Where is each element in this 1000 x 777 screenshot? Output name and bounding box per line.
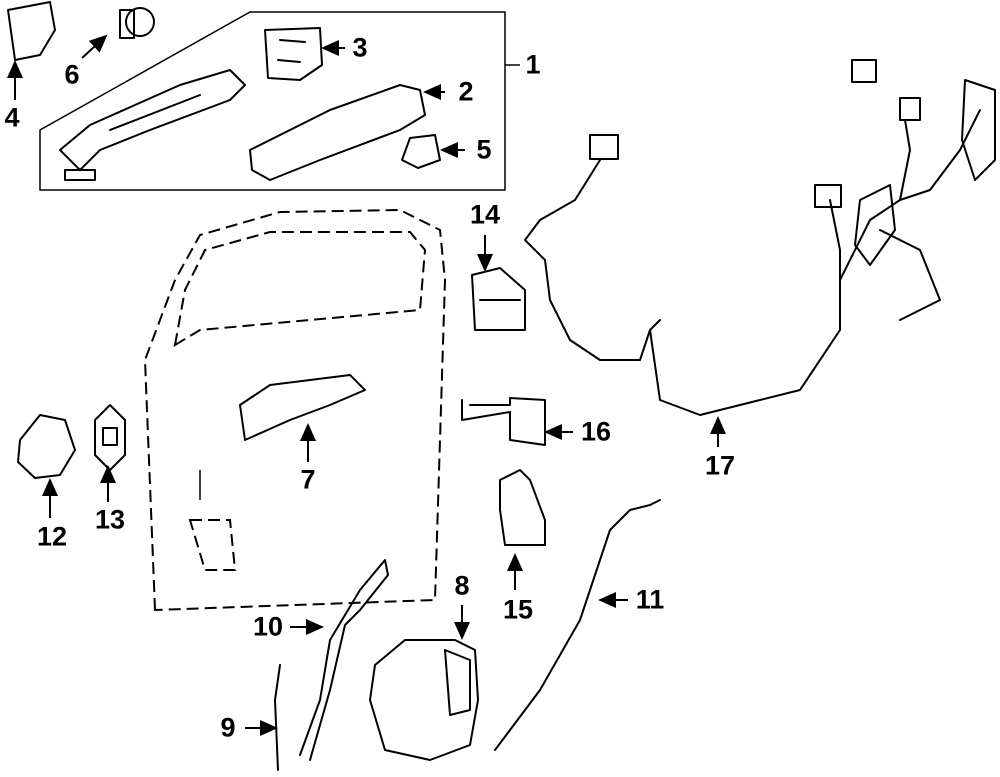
callout-12: 12: [36, 521, 68, 552]
part-3-bracket: [264, 27, 323, 81]
part-8-door-latch: [369, 639, 479, 761]
part-13-shim: [94, 404, 126, 471]
callout-6: 6: [64, 59, 80, 90]
callout-15: 15: [502, 594, 534, 625]
callout-2: 2: [458, 76, 474, 107]
callout-8: 8: [454, 570, 470, 601]
callout-16: 16: [580, 416, 612, 447]
door-outline: [143, 208, 447, 612]
part-9-rod: [274, 664, 281, 771]
part-2-outer-handle: [249, 84, 426, 181]
part-12-striker: [17, 414, 76, 479]
part-17-wiring-harness: [524, 109, 981, 416]
callout-4: 4: [4, 102, 20, 133]
part-14-upper-hinge: [471, 267, 526, 331]
part-16-door-check: [461, 397, 546, 446]
callout-1: 1: [525, 49, 541, 80]
callout-17: 17: [704, 450, 736, 481]
callout-11: 11: [635, 584, 665, 615]
callout-10: 10: [252, 611, 284, 642]
part-7-inner-handle: [239, 374, 366, 441]
part-10-cable: [299, 559, 389, 761]
part-4-cover: [7, 1, 56, 61]
part-6-lock-cylinder: [119, 7, 155, 39]
handle-assembly-group-box: [39, 11, 506, 191]
handle-frame: [59, 69, 246, 181]
callout-13: 13: [94, 504, 126, 535]
callout-3: 3: [352, 32, 368, 63]
callout-14: 14: [469, 199, 501, 230]
leader-arrows: [6, 34, 726, 736]
part-15-lower-hinge: [499, 469, 546, 546]
part-5-clip: [401, 134, 441, 169]
callout-5: 5: [476, 134, 492, 165]
part-11-cable: [494, 499, 661, 751]
callout-9: 9: [220, 712, 236, 743]
callout-7: 7: [300, 464, 316, 495]
